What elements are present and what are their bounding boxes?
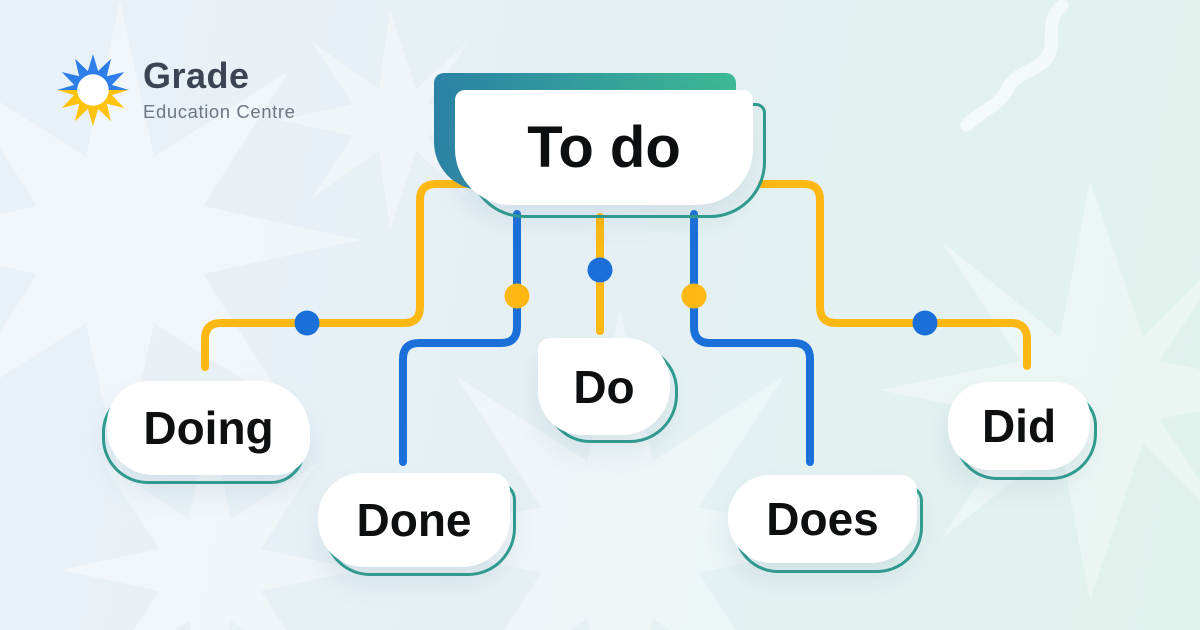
- brand-subtitle: Education Centre: [143, 100, 296, 122]
- connector-doing: [201, 180, 484, 371]
- background-burst: [0, 0, 360, 480]
- node-card: Did: [948, 382, 1090, 470]
- junction-dot-yellow: [504, 283, 530, 309]
- connector-does: [690, 210, 814, 466]
- background-squiggle: [960, 0, 1069, 132]
- junction-dot-yellow: [681, 283, 707, 309]
- junction-dot-blue: [912, 310, 938, 336]
- node-label: Do: [573, 360, 635, 413]
- node-label: Does: [766, 493, 879, 545]
- junction-dot-blue: [294, 310, 320, 336]
- junction-dot-blue: [587, 257, 613, 283]
- node-to-do: To do: [455, 90, 766, 218]
- node-label: Done: [356, 494, 472, 546]
- brand-text-block: Grade Education Centre: [143, 54, 296, 123]
- node-card: To do: [455, 90, 753, 205]
- node-did: Did: [948, 382, 1097, 480]
- node-done: Done: [318, 473, 516, 576]
- node-does: Does: [728, 475, 923, 573]
- node-card: Done: [318, 473, 510, 567]
- starburst-logo-icon: [57, 54, 129, 126]
- node-card: Does: [728, 475, 917, 563]
- background-burst: [280, 10, 500, 230]
- brand-logo: Grade Education Centre: [57, 52, 296, 128]
- node-card: Do: [538, 338, 670, 435]
- connector-done: [399, 210, 521, 466]
- node-label: Doing: [143, 402, 274, 454]
- node-doing: Doing: [102, 381, 310, 484]
- node-card: Doing: [107, 381, 310, 475]
- node-label: Did: [981, 400, 1057, 452]
- node-do: Do: [538, 338, 678, 443]
- brand-name: Grade: [143, 54, 250, 96]
- background-burst: [60, 420, 360, 630]
- connector-did: [758, 180, 1031, 370]
- node-label: To do: [527, 115, 681, 180]
